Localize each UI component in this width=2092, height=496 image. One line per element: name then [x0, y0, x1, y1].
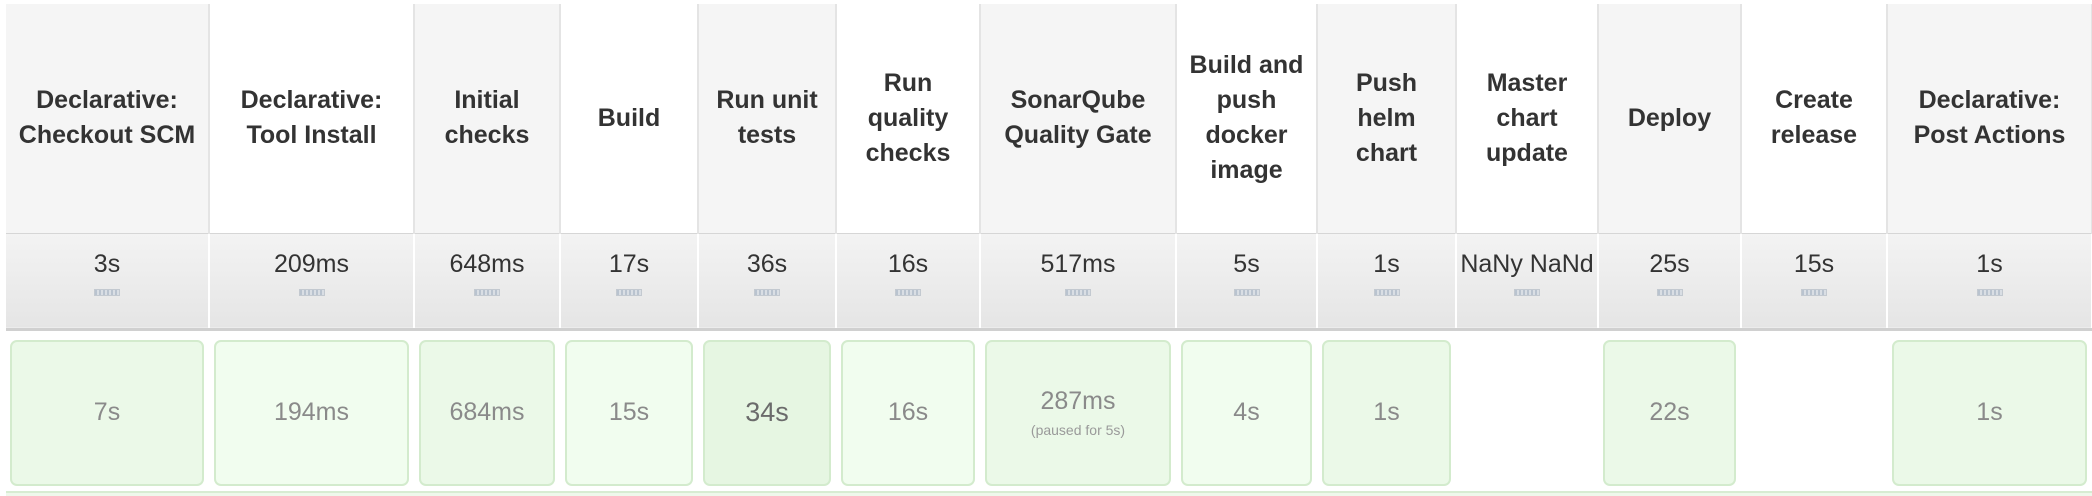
stage-cell-build-push-docker-image[interactable]: 4s [1181, 339, 1312, 486]
average-time: 1s [1373, 249, 1400, 278]
stage-cell-wrapper: 287ms (paused for 5s) [980, 329, 1177, 492]
average-progress-bar [1065, 288, 1091, 296]
stage-cell-sonarqube-quality-gate[interactable]: 287ms (paused for 5s) [985, 339, 1171, 486]
average-time: 648ms [449, 249, 525, 278]
stage-cell-initial-checks[interactable]: 684ms [419, 339, 555, 486]
average-progress-bar [298, 288, 325, 296]
stage-duration: 1s [1976, 398, 2003, 426]
stage-cell-create-release [1746, 340, 1882, 486]
average-progress-bar [1976, 288, 2003, 296]
stage-header-deploy[interactable]: Deploy [1598, 4, 1742, 233]
average-times-row: 3s 209ms 648ms 17s 36s 16s 517ms 5s 1s N… [6, 232, 2092, 331]
stage-cell-wrapper: 7s [6, 329, 210, 492]
stage-header-post-actions[interactable]: Declarative: Post Actions [1887, 4, 2092, 233]
average-time-cell: 16s [836, 232, 981, 331]
average-progress-bar [616, 288, 642, 296]
average-time: 5s [1233, 249, 1260, 278]
stage-header-sonarqube-quality-gate[interactable]: SonarQube Quality Gate [980, 4, 1177, 233]
stage-cell-wrapper: 1s [1317, 329, 1457, 492]
stage-header-create-release[interactable]: Create release [1741, 4, 1888, 233]
average-time-cell: 17s [560, 232, 699, 331]
average-progress-bar [1656, 288, 1683, 296]
average-time-cell: 36s [698, 232, 837, 331]
average-time: 1s [1976, 249, 2003, 278]
stage-duration: 4s [1233, 398, 1260, 426]
average-time-cell: 1s [1887, 232, 2092, 331]
average-time-cell: 3s [6, 232, 210, 331]
stage-cell-wrapper: 4s [1176, 329, 1318, 492]
average-time-cell: 15s [1741, 232, 1888, 331]
next-build-row-edge [6, 491, 2092, 496]
build-run-row: 7s 194ms 684ms 15s 34s 16s 287ms (paused … [6, 329, 2092, 492]
stage-duration: 684ms [449, 398, 525, 426]
average-progress-bar [1801, 288, 1827, 296]
average-progress-bar [1514, 288, 1540, 296]
stage-duration: 287ms [1040, 387, 1116, 415]
average-time: 3s [93, 249, 121, 278]
average-time: 16s [887, 249, 929, 278]
average-time: NaNy NaNd [1460, 249, 1594, 278]
average-time: 17s [608, 249, 650, 278]
average-time-cell: 648ms [414, 232, 561, 331]
stage-duration: 15s [608, 398, 650, 426]
stage-view: Declarative: Checkout SCM Declarative: T… [6, 4, 2092, 496]
average-progress-bar [1373, 288, 1400, 296]
stage-cell-wrapper: 15s [560, 329, 699, 492]
stage-cell-wrapper: 194ms [209, 329, 415, 492]
stage-duration: 194ms [273, 398, 350, 426]
stage-duration: 34s [745, 397, 789, 427]
average-time-cell: 5s [1176, 232, 1318, 331]
average-time-cell: 517ms [980, 232, 1177, 331]
stage-header-checkout-scm[interactable]: Declarative: Checkout SCM [6, 4, 210, 233]
stage-cell-wrapper: 16s [836, 329, 981, 492]
stage-cell-wrapper [1456, 329, 1599, 492]
average-time: 15s [1793, 249, 1835, 278]
stage-cell-wrapper: 22s [1598, 329, 1742, 492]
stage-cell-run-unit-tests[interactable]: 34s [703, 339, 831, 486]
stage-cell-wrapper [1741, 329, 1888, 492]
average-time: 25s [1649, 249, 1690, 278]
average-progress-bar [94, 288, 120, 296]
stage-table: Declarative: Checkout SCM Declarative: T… [6, 4, 2092, 492]
stage-header-run-quality-checks[interactable]: Run quality checks [836, 4, 981, 233]
stage-header-build-push-docker-image[interactable]: Build and push docker image [1176, 4, 1318, 233]
stage-cell-wrapper: 1s [1887, 329, 2092, 492]
average-progress-bar [754, 288, 780, 296]
stage-cell-run-quality-checks[interactable]: 16s [841, 339, 975, 486]
average-time-cell: NaNy NaNd [1456, 232, 1599, 331]
stage-header-run-unit-tests[interactable]: Run unit tests [698, 4, 837, 233]
stage-cell-master-chart-update [1461, 340, 1593, 486]
stage-header-build[interactable]: Build [560, 4, 699, 233]
stage-cell-wrapper: 34s [698, 329, 837, 492]
average-progress-bar [474, 288, 500, 296]
average-time: 209ms [273, 249, 350, 278]
average-progress-bar [1233, 288, 1260, 296]
stage-cell-checkout-scm[interactable]: 7s [10, 339, 204, 486]
stage-header-push-helm-chart[interactable]: Push helm chart [1317, 4, 1457, 233]
average-time-cell: 209ms [209, 232, 415, 331]
stage-duration: 22s [1649, 398, 1690, 426]
average-time: 517ms [1040, 249, 1116, 278]
stage-cell-tool-install[interactable]: 194ms [214, 339, 409, 486]
stage-duration: 7s [93, 398, 121, 426]
stage-cell-deploy[interactable]: 22s [1603, 339, 1736, 486]
stage-header-tool-install[interactable]: Declarative: Tool Install [209, 4, 415, 233]
stage-header-master-chart-update[interactable]: Master chart update [1456, 4, 1599, 233]
average-time-cell: 1s [1317, 232, 1457, 331]
stage-header-row: Declarative: Checkout SCM Declarative: T… [6, 4, 2092, 233]
stage-duration: 1s [1373, 398, 1400, 426]
stage-cell-push-helm-chart[interactable]: 1s [1322, 339, 1451, 486]
stage-header-initial-checks[interactable]: Initial checks [414, 4, 561, 233]
average-time: 36s [746, 249, 788, 278]
stage-cell-post-actions[interactable]: 1s [1892, 339, 2087, 486]
paused-note: (paused for 5s) [1030, 422, 1126, 438]
average-time-cell: 25s [1598, 232, 1742, 331]
stage-cell-wrapper: 684ms [414, 329, 561, 492]
stage-duration: 16s [887, 398, 929, 426]
average-progress-bar [895, 288, 921, 296]
stage-cell-build[interactable]: 15s [565, 339, 693, 486]
